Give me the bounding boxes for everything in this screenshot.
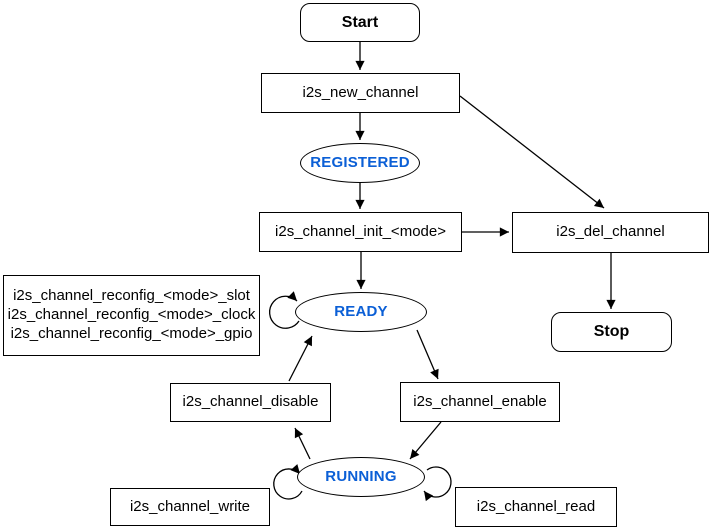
running-state-label: RUNNING [325, 467, 397, 485]
channel-init-label: i2s_channel_init_<mode> [275, 222, 446, 240]
edge-disable-to-ready [288, 335, 313, 382]
stop-label: Stop [593, 323, 630, 340]
stop-node: Stop [551, 312, 672, 352]
channel-init-node: i2s_channel_init_<mode> [259, 212, 462, 252]
registered-state-node: REGISTERED [300, 143, 420, 183]
reconfig-clock-label: i2s_channel_reconfig_<mode>_clock [7, 306, 256, 324]
channel-disable-node: i2s_channel_disable [170, 383, 331, 422]
registered-state-label: REGISTERED [310, 153, 410, 171]
start-node: Start [300, 3, 420, 42]
ready-state-node: READY [295, 292, 427, 332]
channel-read-node: i2s_channel_read [455, 487, 617, 527]
edge-new-channel-to-del-channel [459, 95, 605, 209]
edge-enable-to-running [409, 421, 442, 460]
channel-enable-node: i2s_channel_enable [400, 382, 560, 422]
channel-write-node: i2s_channel_write [110, 488, 270, 526]
edge-running-to-disable [294, 427, 311, 460]
channel-enable-label: i2s_channel_enable [413, 392, 547, 410]
running-state-node: RUNNING [297, 457, 425, 497]
channel-disable-label: i2s_channel_disable [182, 393, 319, 411]
del-channel-node: i2s_del_channel [512, 212, 709, 253]
reconfig-slot-label: i2s_channel_reconfig_<mode>_slot [13, 287, 250, 305]
edge-ready-to-enable [416, 329, 439, 380]
edge-ready-self-loop [269, 291, 300, 329]
reconfig-functions-node: i2s_channel_reconfig_<mode>_slot i2s_cha… [3, 275, 260, 356]
del-channel-label: i2s_del_channel [556, 223, 665, 241]
start-label: Start [341, 13, 379, 31]
edge-running-right-self-loop [423, 466, 452, 502]
channel-write-label: i2s_channel_write [129, 497, 251, 515]
reconfig-gpio-label: i2s_channel_reconfig_<mode>_gpio [10, 324, 253, 342]
channel-read-label: i2s_channel_read [476, 497, 596, 515]
edge-running-left-self-loop [273, 464, 303, 500]
ready-state-label: READY [334, 302, 388, 320]
new-channel-label: i2s_new_channel [302, 83, 419, 101]
new-channel-node: i2s_new_channel [261, 73, 460, 113]
